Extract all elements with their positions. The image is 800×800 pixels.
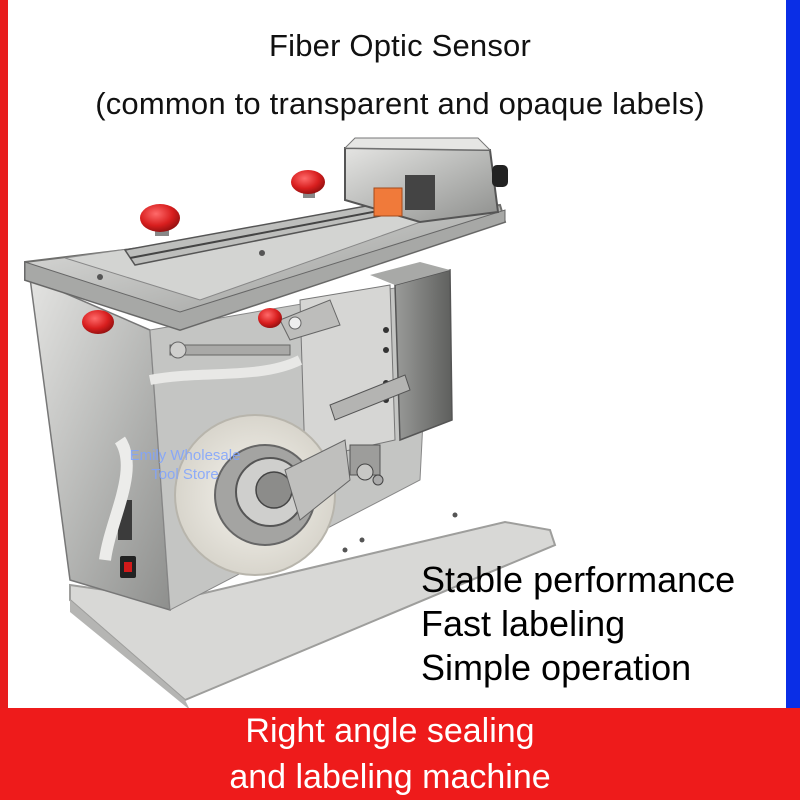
right-edge-stripe <box>786 0 800 710</box>
watermark-line-1: Emily Wholesale <box>129 447 241 464</box>
banner-title-line-2: and labeling machine <box>229 758 551 796</box>
motor-box <box>394 269 453 442</box>
watermark-line-2: Tool Store <box>151 466 219 483</box>
feature-item: Fast labeling <box>421 603 626 644</box>
red-knob <box>258 308 282 328</box>
red-knob <box>291 170 325 198</box>
feature-list: Stable performance Fast labeling Simple … <box>421 558 735 690</box>
left-edge-stripe <box>0 0 8 710</box>
red-knob <box>140 204 180 236</box>
feature-item: Simple operation <box>421 647 692 688</box>
bottom-banner: Right angle sealing and labeling machine <box>0 708 800 800</box>
sensor-orange-block <box>373 187 403 217</box>
feature-item: Stable performance <box>421 559 736 600</box>
red-knob <box>82 310 114 334</box>
header-title: Fiber Optic Sensor <box>268 28 532 63</box>
header-subtitle: (common to transparent and opaque labels… <box>95 86 705 121</box>
banner-title-line-1: Right angle sealing <box>245 712 535 750</box>
store-watermark: Emily Wholesale Tool Store <box>100 446 270 484</box>
